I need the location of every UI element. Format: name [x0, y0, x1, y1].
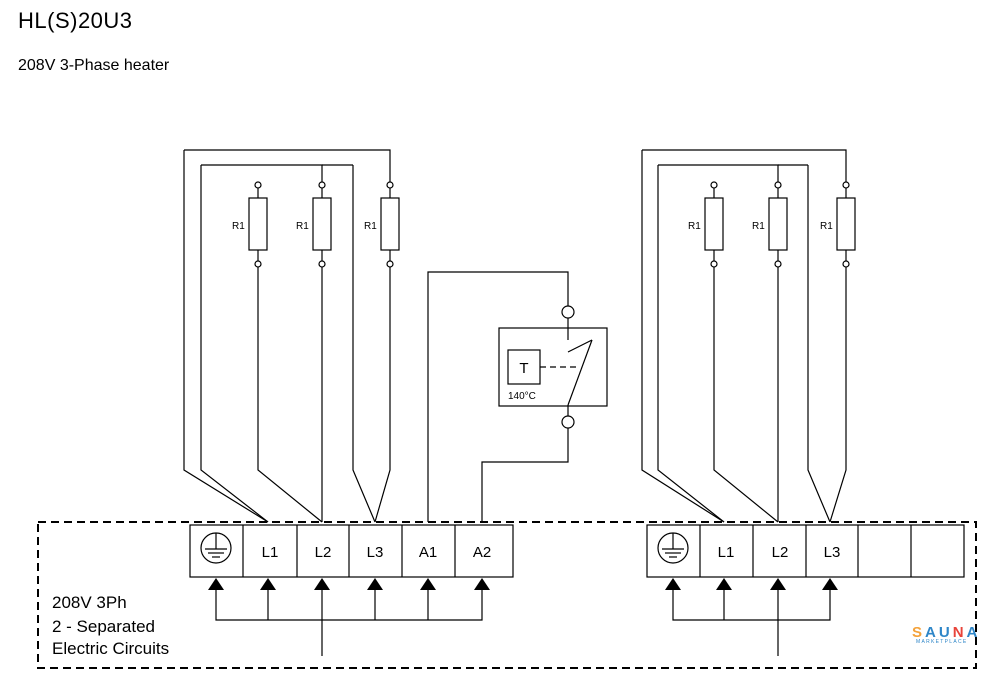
resistor-label: R1 — [232, 221, 245, 232]
terminal-label-left-3: L3 — [367, 544, 384, 561]
connector-dot — [318, 260, 326, 268]
left-feed-arrows — [208, 578, 490, 590]
resistor-body — [380, 197, 400, 251]
subtitle-voltage: 208V — [18, 57, 56, 74]
logo-letter: S — [912, 624, 926, 641]
terminal-label-right-1: L1 — [718, 544, 735, 561]
right-terminal-block — [646, 524, 965, 656]
ground-icon — [657, 532, 689, 564]
ground-icon — [200, 532, 232, 564]
resistor-label: R1 — [752, 221, 765, 232]
connector-dot — [774, 181, 782, 189]
enclosure-note-1: 208V 3Ph — [52, 593, 127, 612]
logo-tagline: MARKETPLACE — [916, 639, 968, 645]
right-feed-arrows — [665, 578, 838, 590]
terminal-label-left-1: L1 — [262, 544, 279, 561]
connector-dot — [842, 181, 850, 189]
connector-dot — [842, 260, 850, 268]
thermostat-temperature: 140°C — [508, 391, 536, 402]
logo-letter: A — [966, 624, 981, 641]
left-resistor-wiring — [183, 149, 400, 523]
resistor-label: R1 — [364, 221, 377, 232]
resistor-body — [248, 197, 268, 251]
terminal-label-right-3: L3 — [824, 544, 841, 561]
enclosure-note-3: Electric Circuits — [52, 639, 169, 658]
terminal-label-left-5: A2 — [473, 544, 491, 561]
page-title: HL(S)20U3 — [18, 8, 133, 33]
connector-dot — [254, 181, 262, 189]
thermostat-housing — [498, 327, 608, 407]
terminal-label-left-2: L2 — [315, 544, 332, 561]
thermostat-symbol: T — [519, 360, 528, 377]
connector-dot — [386, 260, 394, 268]
resistor-label: R1 — [820, 221, 833, 232]
enclosure-note-2: 2 - Separated — [52, 617, 155, 636]
resistor-label: R1 — [296, 221, 309, 232]
resistor-body — [836, 197, 856, 251]
thermostat-terminal — [561, 305, 575, 319]
right-resistor-wiring — [641, 149, 856, 523]
page-subtitle: 208V 3-Phase heater — [18, 57, 169, 75]
connector-dot — [318, 181, 326, 189]
subtitle-description: 3-Phase heater — [59, 57, 170, 74]
terminal-enclosure — [37, 521, 977, 669]
left-terminal-block — [189, 524, 514, 656]
terminal-label-left-4: A1 — [419, 544, 437, 561]
sauna-marketplace-logo: SAUNA MARKETPLACE — [912, 624, 992, 654]
resistor-body — [768, 197, 788, 251]
logo-letter: U — [938, 624, 953, 641]
terminal-label-right-2: L2 — [772, 544, 789, 561]
connector-dot — [710, 260, 718, 268]
connector-dot — [710, 181, 718, 189]
resistor-body — [312, 197, 332, 251]
thermostat-terminal — [561, 415, 575, 429]
connector-dot — [386, 181, 394, 189]
connector-dot — [254, 260, 262, 268]
connector-dot — [774, 260, 782, 268]
thermostat-wiring — [427, 271, 608, 522]
resistor-body — [704, 197, 724, 251]
resistor-label: R1 — [688, 221, 701, 232]
logo-word: SAUNA — [912, 624, 992, 641]
logo-letter: N — [952, 624, 967, 641]
logo-letter: A — [925, 624, 939, 641]
